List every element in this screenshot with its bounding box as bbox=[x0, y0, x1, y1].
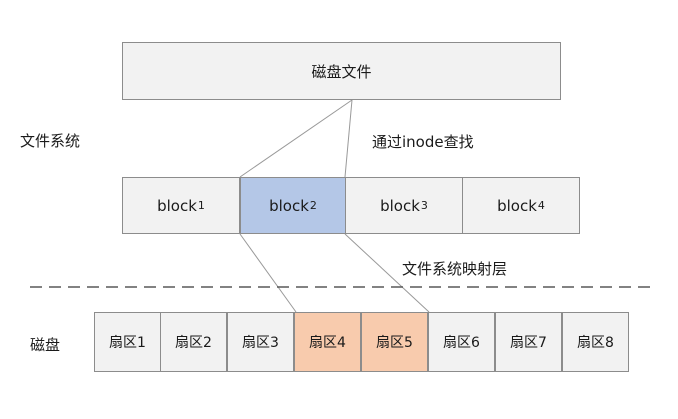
connector-file-to-block-right bbox=[344, 99, 353, 178]
disk-file-box: 磁盘文件 bbox=[122, 42, 561, 100]
inode-lookup-label: 通过inode查找 bbox=[372, 133, 474, 151]
block-3-label: block bbox=[380, 196, 420, 215]
sector-6: 扇区6 bbox=[428, 312, 495, 372]
block-2-label: block bbox=[269, 196, 309, 215]
sector-8: 扇区8 bbox=[562, 312, 629, 372]
sector-8-label: 扇区8 bbox=[577, 335, 614, 351]
connector-file-to-block-left bbox=[239, 99, 353, 178]
block-1-label: block bbox=[157, 196, 197, 215]
block-2-subscript: 2 bbox=[309, 199, 317, 212]
block-3-subscript: 3 bbox=[420, 199, 428, 212]
block-4-label: block bbox=[497, 196, 537, 215]
sector-7: 扇区7 bbox=[495, 312, 562, 372]
sector-4-label: 扇区4 bbox=[309, 335, 346, 351]
connector-block-to-sector-left bbox=[239, 233, 297, 313]
sector-1: 扇区1 bbox=[94, 312, 161, 372]
filesystem-label: 文件系统 bbox=[20, 132, 81, 150]
connector-block-to-sector-right bbox=[344, 233, 430, 313]
disk-label: 磁盘 bbox=[30, 336, 61, 354]
disk-file-label: 磁盘文件 bbox=[311, 62, 372, 81]
sector-3-label: 扇区3 bbox=[242, 335, 279, 351]
sector-5: 扇区5 bbox=[361, 312, 428, 372]
sector-6-label: 扇区6 bbox=[443, 335, 480, 351]
sector-4: 扇区4 bbox=[294, 312, 361, 372]
sector-7-label: 扇区7 bbox=[510, 335, 547, 351]
sector-2: 扇区2 bbox=[160, 312, 227, 372]
sector-1-label: 扇区1 bbox=[109, 335, 146, 351]
block-1-subscript: 1 bbox=[197, 199, 205, 212]
sector-3: 扇区3 bbox=[227, 312, 294, 372]
block-4-subscript: 4 bbox=[537, 199, 545, 212]
sector-5-label: 扇区5 bbox=[376, 335, 413, 351]
sector-2-label: 扇区2 bbox=[175, 335, 212, 351]
mapping-layer-label: 文件系统映射层 bbox=[402, 260, 508, 278]
